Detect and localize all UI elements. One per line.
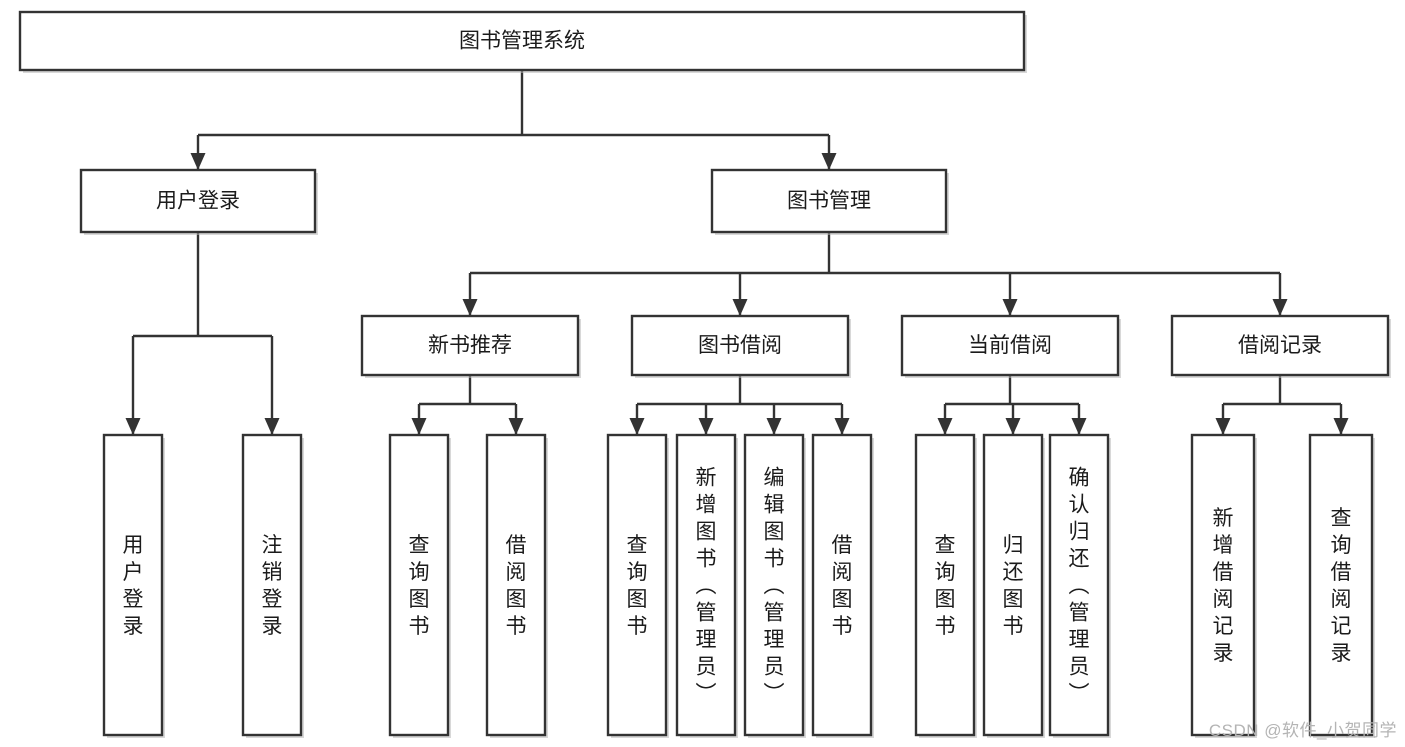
leaf-box[interactable] [1308,433,1374,737]
root-label: 图书管理系统 [459,30,585,53]
leaf-label: 新增图书︵管理员︶ [696,467,717,706]
leaf-node[interactable]: 归还图书 [982,433,1045,738]
edges-layer [125,70,1349,435]
arrow-head-icon [698,418,714,435]
leaf-label: 查询图书 [627,534,648,638]
leaf-label: 借阅图书 [506,534,527,638]
arrow-head-icon [937,418,953,435]
level3-box[interactable] [360,314,580,377]
level2-node[interactable]: 用户登录 [79,168,318,235]
leaf-node[interactable]: 借阅图书 [811,433,874,738]
leaf-box[interactable] [743,433,805,737]
arrow-head-icon [264,418,280,435]
leaf-label: 归还图书 [1003,534,1024,638]
root-box[interactable] [18,10,1026,72]
leaf-box[interactable] [485,433,547,737]
level3-box[interactable] [630,314,850,377]
leaf-label: 新增借阅记录 [1213,507,1234,665]
leaf-label: 借阅图书 [832,534,853,638]
arrow-head-icon [1272,299,1288,316]
level3-box[interactable] [1170,314,1390,377]
level2-node[interactable]: 图书管理 [710,168,949,235]
leaf-node[interactable]: 用户登录 [102,433,165,738]
leaf-node[interactable]: 查询图书 [388,433,451,738]
level3-label: 图书借阅 [698,334,782,357]
level2-box[interactable] [79,168,317,234]
level2-label: 用户登录 [156,190,240,213]
leaf-label: 查询图书 [409,534,430,638]
level3-box[interactable] [900,314,1120,377]
leaf-box[interactable] [388,433,450,737]
arrow-head-icon [411,418,427,435]
arrow-head-icon [508,418,524,435]
leaf-box[interactable] [606,433,668,737]
leaf-node[interactable]: 借阅图书 [485,433,548,738]
leaf-node[interactable]: 编辑图书︵管理员︶ [743,433,806,738]
arrow-head-icon [732,299,748,316]
leaf-label: 注销登录 [262,534,283,638]
arrow-head-icon [834,418,850,435]
leaf-box[interactable] [811,433,873,737]
arrow-head-icon [629,418,645,435]
leaf-node[interactable]: 新增借阅记录 [1190,433,1257,738]
leaf-label: 确认归还︵管理员︶ [1069,467,1090,706]
level3-node[interactable]: 新书推荐 [360,314,581,378]
arrow-head-icon [766,418,782,435]
leaf-node[interactable]: 查询图书 [606,433,669,738]
level3-label: 当前借阅 [968,334,1052,357]
leaf-node[interactable]: 查询图书 [914,433,977,738]
level2-box[interactable] [710,168,948,234]
arrow-head-icon [1002,299,1018,316]
leaf-box[interactable] [914,433,976,737]
csdn-watermark: CSDN @软件_小贺同学 [1208,721,1397,740]
leaf-label: 查询图书 [935,534,956,638]
level3-label: 借阅记录 [1238,334,1322,357]
root-node[interactable]: 图书管理系统 [18,10,1027,73]
level3-node[interactable]: 图书借阅 [630,314,851,378]
leaf-label: 查询借阅记录 [1331,507,1352,665]
arrow-head-icon [1005,418,1021,435]
nodes-layer: 图书管理系统用户登录图书管理新书推荐图书借阅当前借阅借阅记录用户登录注销登录查询… [18,10,1391,738]
arrow-head-icon [1333,418,1349,435]
leaf-node[interactable]: 确认归还︵管理员︶ [1048,433,1111,738]
level3-node[interactable]: 借阅记录 [1170,314,1391,378]
leaf-box[interactable] [982,433,1044,737]
leaf-box[interactable] [1048,433,1110,737]
leaf-box[interactable] [1190,433,1256,737]
arrow-head-icon [821,153,837,170]
leaf-node[interactable]: 注销登录 [241,433,304,738]
leaf-box[interactable] [102,433,164,737]
leaf-node[interactable]: 新增图书︵管理员︶ [675,433,738,738]
leaf-box[interactable] [675,433,737,737]
arrow-head-icon [1215,418,1231,435]
leaf-node[interactable]: 查询借阅记录 [1308,433,1375,738]
arrow-head-icon [462,299,478,316]
level3-label: 新书推荐 [428,334,512,357]
arrow-head-icon [125,418,141,435]
leaf-label: 用户登录 [123,534,144,638]
leaf-label: 编辑图书︵管理员︶ [764,467,785,706]
arrow-head-icon [1071,418,1087,435]
leaf-box[interactable] [241,433,303,737]
level2-label: 图书管理 [787,190,871,213]
arrow-head-icon [190,153,206,170]
level3-node[interactable]: 当前借阅 [900,314,1121,378]
